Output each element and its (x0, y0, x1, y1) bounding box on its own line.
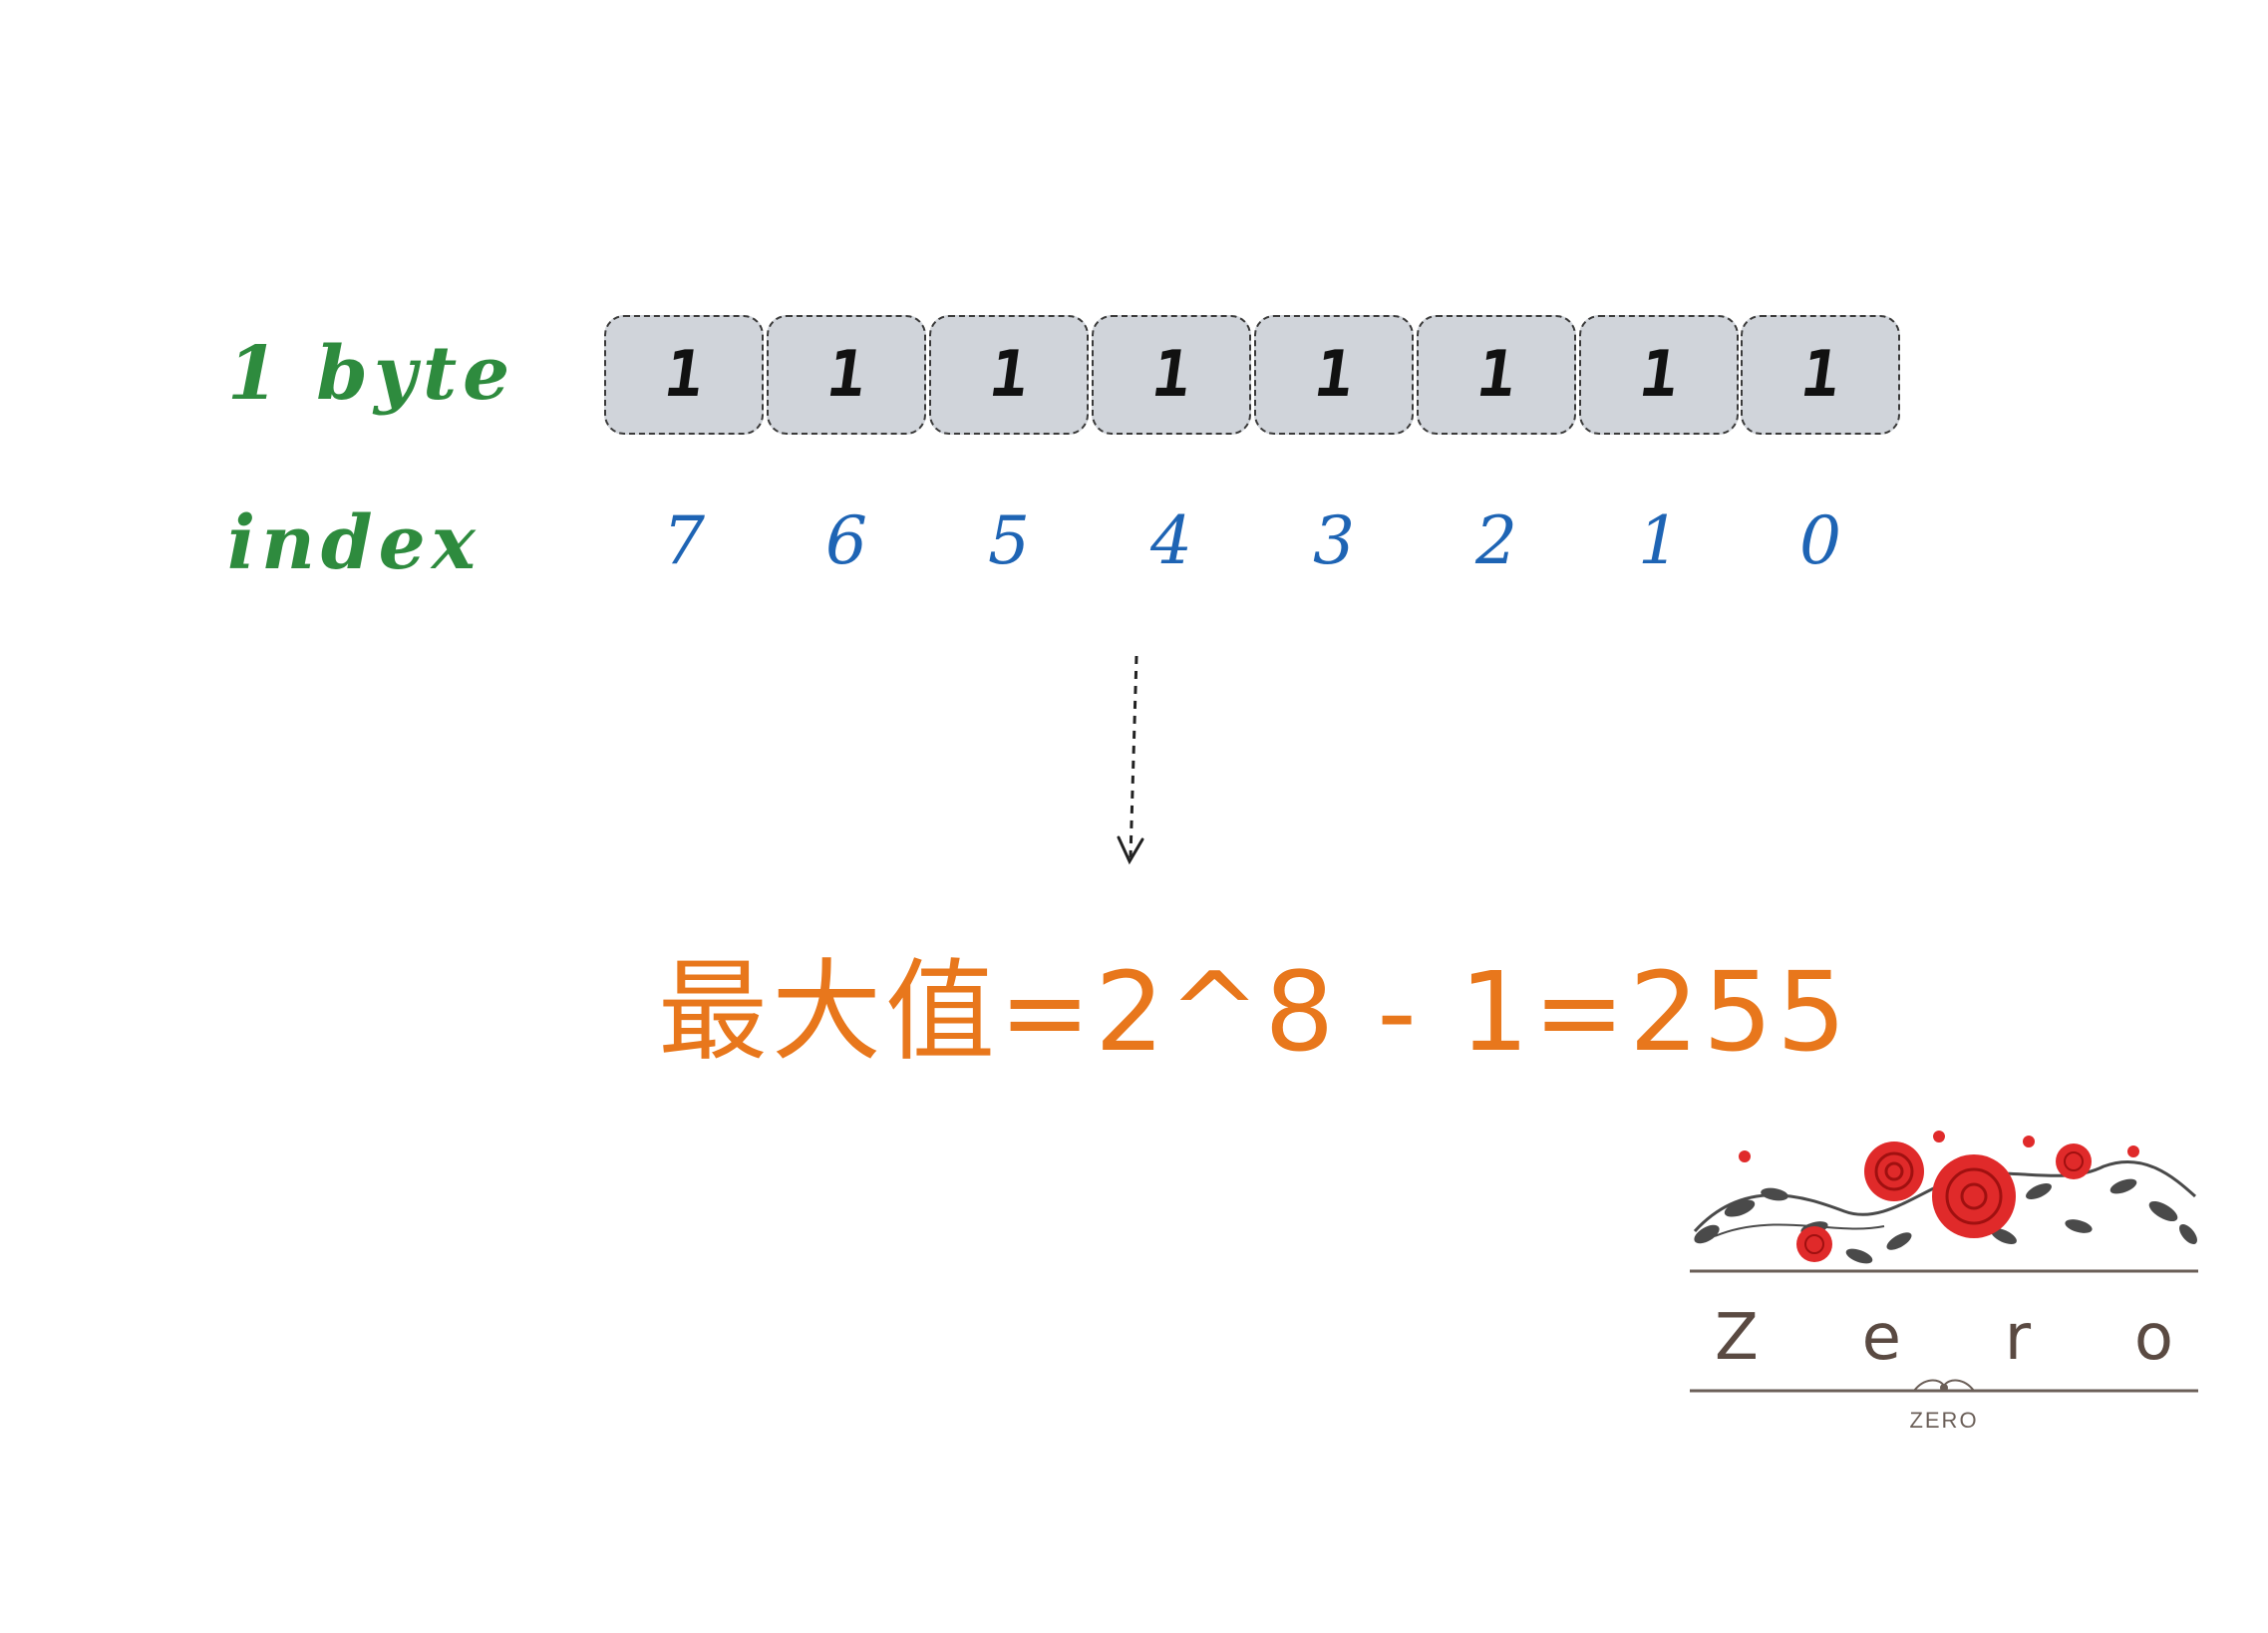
bit-cell: 1 (1092, 315, 1251, 435)
byte-row-label: 1 byte (227, 331, 516, 417)
byte-cells: 1 1 1 1 1 1 1 1 (604, 315, 1900, 437)
bit-value: 1 (1309, 338, 1359, 412)
bit-cell: 1 (1417, 315, 1576, 435)
bit-index: 4 (1150, 502, 1192, 579)
logo-letter: r (2004, 1301, 2032, 1375)
bit-value: 1 (821, 338, 871, 412)
bit-indices: 7 6 5 4 3 2 1 0 (604, 508, 1900, 588)
logo-letter: Z (1715, 1301, 1759, 1375)
bit-index: 1 (1638, 502, 1680, 579)
bit-cell: 1 (1741, 315, 1900, 435)
bit-cell: 1 (929, 315, 1089, 435)
down-arrow-icon (1117, 655, 1144, 865)
bit-index: 2 (1475, 502, 1517, 579)
bit-index: 5 (988, 502, 1030, 579)
bit-cell: 1 (767, 315, 926, 435)
rose-garland-icon (1690, 1131, 2198, 1393)
bit-value: 1 (984, 338, 1034, 412)
bit-index: 7 (663, 502, 705, 579)
logo-subtitle: ZERO (1909, 1408, 1979, 1433)
index-row-label: index (227, 500, 482, 586)
bit-value: 1 (1795, 338, 1845, 412)
logo-letter: o (2133, 1301, 2173, 1375)
bit-index: 3 (1313, 502, 1355, 579)
max-value-formula: 最大值=2^8 - 1=255 (658, 948, 1851, 1076)
bit-index: 0 (1799, 502, 1841, 579)
bit-value: 1 (659, 338, 709, 412)
bit-value: 1 (1471, 338, 1521, 412)
bit-index: 6 (825, 502, 867, 579)
bit-cell: 1 (1254, 315, 1414, 435)
bit-cell: 1 (604, 315, 764, 435)
logo-letter: e (1861, 1301, 1901, 1375)
logo-wordmark: Z e r o (1685, 1301, 2203, 1375)
bit-cell: 1 (1579, 315, 1739, 435)
bit-value: 1 (1146, 338, 1196, 412)
zero-rose-logo: Z e r o ZERO (1685, 1117, 2203, 1446)
bit-value: 1 (1634, 338, 1684, 412)
